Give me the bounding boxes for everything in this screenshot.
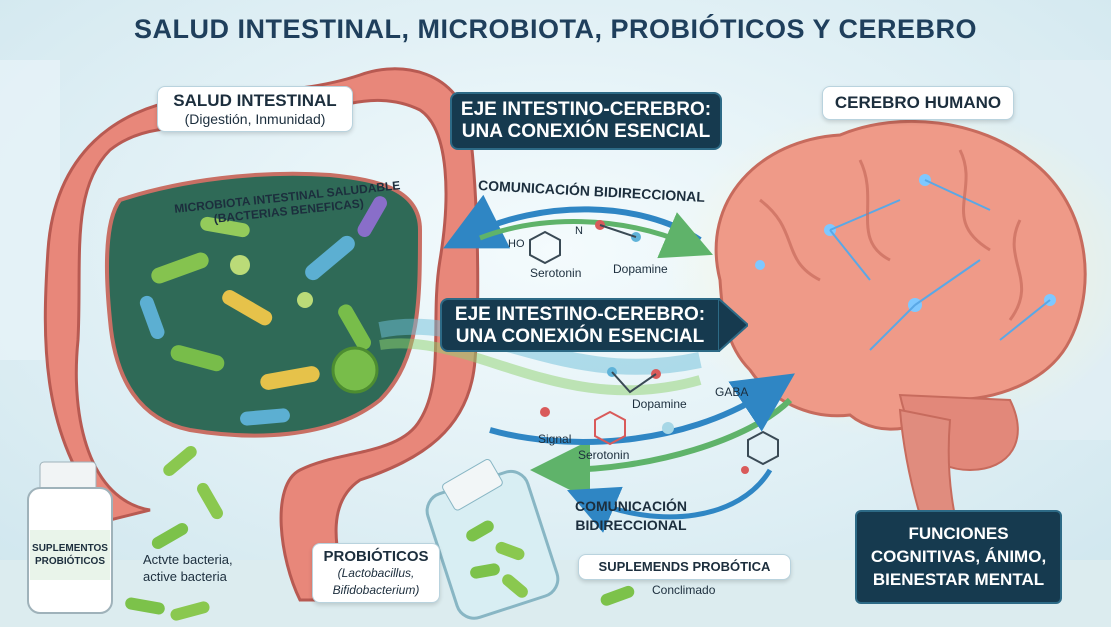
cerebro-humano-box: CEREBRO HUMANO <box>822 86 1014 120</box>
eje-arrow-head <box>718 298 748 352</box>
eje-mid-line1: EJE INTESTINO-CEREBRO: <box>454 304 706 325</box>
funciones-line3: BIENESTAR MENTAL <box>872 570 1045 589</box>
bottle-line2: PROBIÓTICOS <box>34 556 105 567</box>
eje-mid-line2: UNA CONEXIÓN ESENCIAL <box>455 326 705 347</box>
dopamine-top-label: Dopamine <box>613 262 668 276</box>
suplemends-box: SUPLEMENDS PROBÓTICA <box>578 554 791 580</box>
comunicacion-bottom-line2: BIDIRECCIONAL <box>575 517 687 533</box>
comunicacion-bottom-line1: COMUNICACIÓN <box>575 498 687 514</box>
ho-label: HO <box>508 238 525 250</box>
active-line1: Actvte bacteria, <box>143 552 233 567</box>
suplemends-label: SUPLEMENDS PROBÓTICA <box>598 559 771 574</box>
brain-illustration <box>665 100 1111 561</box>
gaba-label: GABA <box>715 385 749 399</box>
funciones-line2: COGNITIVAS, ÁNIMO, <box>870 547 1047 566</box>
eje-box-middle: EJE INTESTINO-CEREBRO: UNA CONEXIÓN ESEN… <box>440 298 720 352</box>
cerebro-humano-label: CEREBRO HUMANO <box>834 93 1002 112</box>
eje-top-line1: EJE INTESTINO-CEREBRO: <box>460 99 712 120</box>
salud-intestinal-box: SALUD INTESTINAL (Digestión, Inmunidad) <box>157 86 353 132</box>
capsule-jar <box>425 458 560 620</box>
n-label: N <box>575 225 583 237</box>
active-bacteria-label: Actvte bacteria, active bacteria <box>143 551 233 585</box>
eje-box-top: EJE INTESTINO-CEREBRO: UNA CONEXIÓN ESEN… <box>450 92 722 150</box>
supplement-bottle <box>27 461 113 614</box>
serotonin-top-label: Serotonin <box>530 266 582 280</box>
salud-intestinal-title: SALUD INTESTINAL <box>173 91 337 110</box>
conclimado-label: Conclimado <box>652 583 716 597</box>
active-line2: active bacteria <box>143 569 227 584</box>
probioticos-box: PROBIÓTICOS (Lactobacillus, Bifidobacter… <box>312 543 440 603</box>
bacteria-cluster <box>139 196 387 426</box>
page-title: SALUD INTESTINAL, MICROBIOTA, PROBIÓTICO… <box>133 14 978 44</box>
funciones-box: FUNCIONES COGNITIVAS, ÁNIMO, BIENESTAR M… <box>855 510 1062 604</box>
dopamine-mid-label: Dopamine <box>632 397 687 411</box>
salud-intestinal-subtitle: (Digestión, Inmunidad) <box>184 111 326 127</box>
eje-top-line2: UNA CONEXIÓN ESENCIAL <box>461 121 711 142</box>
bottle-line1: SUPLEMENTOS <box>32 543 108 554</box>
probioticos-sub1: (Lactobacillus, <box>337 566 415 580</box>
bottle-label: SUPLEMENTOS PROBIÓTICOS <box>30 542 110 568</box>
molecule-diagrams <box>529 220 779 474</box>
comunicacion-bottom-label: COMUNICACIÓN BIDIRECCIONAL <box>556 497 706 535</box>
probioticos-sub2: Bifidobacterium) <box>332 583 420 597</box>
funciones-line1: FUNCIONES <box>908 524 1009 543</box>
serotonin-bottom-label: Serotonin <box>578 448 630 462</box>
signal-label: Signal <box>538 432 572 446</box>
probioticos-title: PROBIÓTICOS <box>323 548 429 565</box>
